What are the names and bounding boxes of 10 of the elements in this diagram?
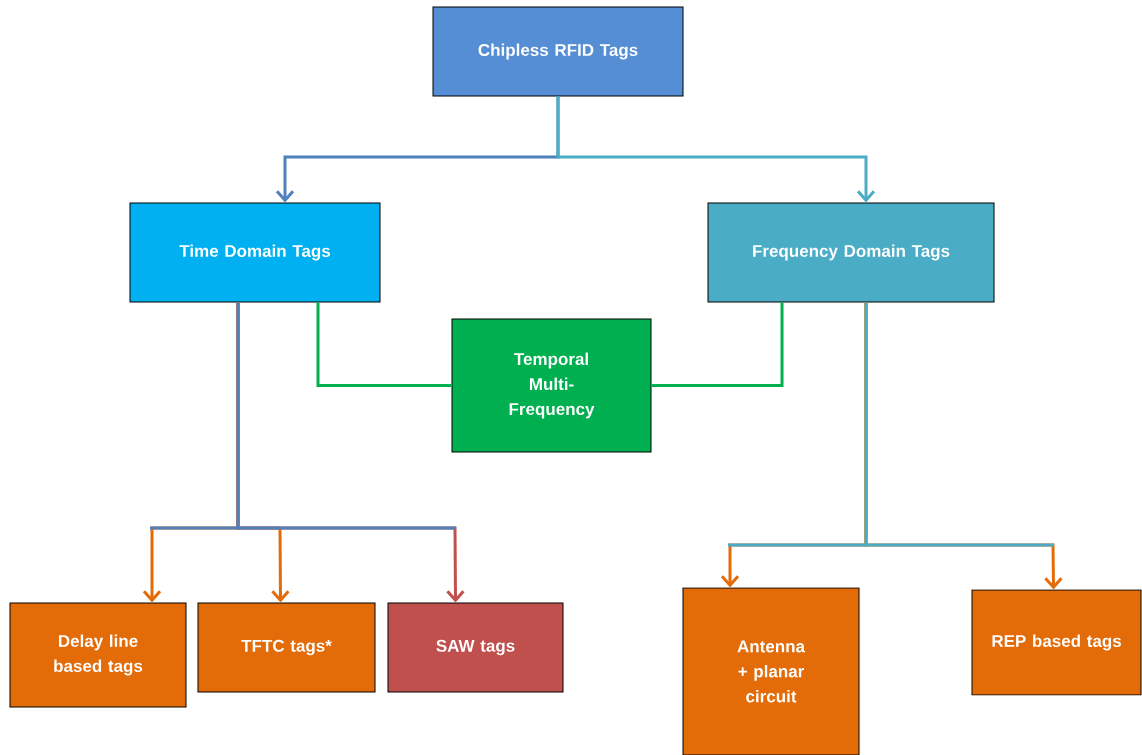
tag-type-box: Antenna + planar circuit	[682, 587, 860, 755]
category-box: Time Domain Tags	[129, 202, 381, 303]
tag-type-box: SAW tags	[387, 602, 564, 693]
connector-arrow	[556, 96, 876, 203]
root-box: Chipless RFID Tags	[432, 6, 684, 97]
hybrid-box: Temporal Multi-Frequency	[451, 318, 652, 453]
tag-type-box: Delay line based tags	[9, 602, 187, 708]
category-box: Frequency Domain Tags	[707, 202, 995, 303]
tag-type-box: TFTC tags*	[197, 602, 376, 693]
tag-type-box: REP based tags	[971, 589, 1142, 696]
